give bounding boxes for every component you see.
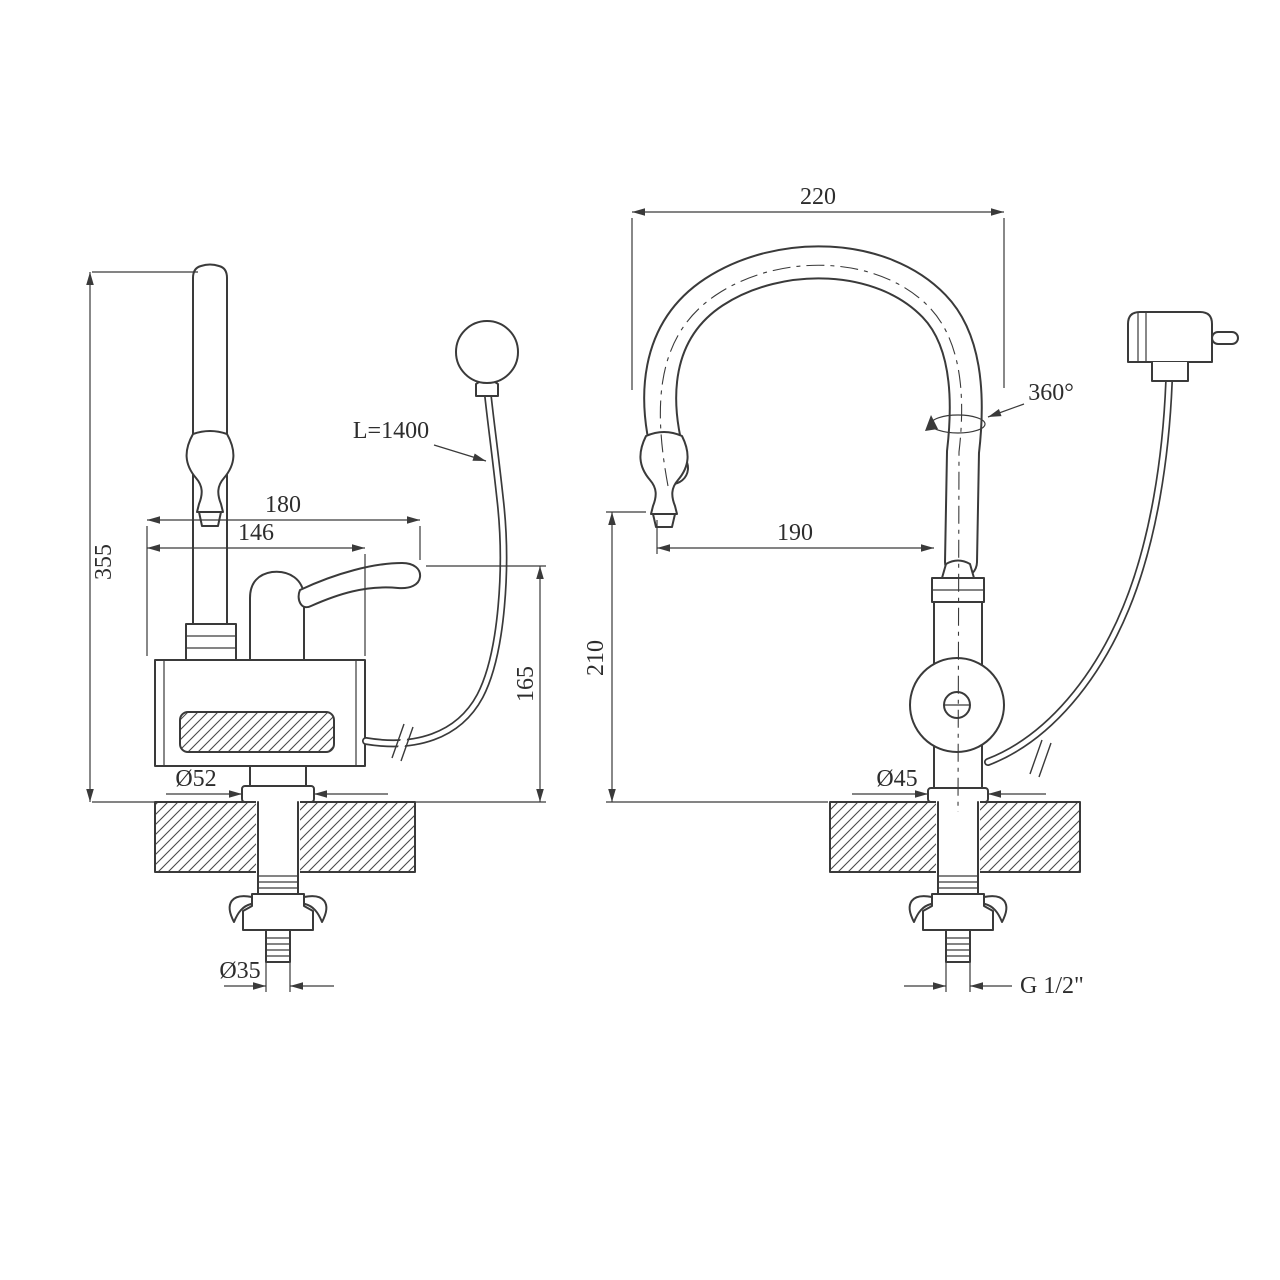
front-dimensions: 355 180 146 165 Ø52 Ø35 L=1400 (86, 271, 546, 992)
mounting-shank-side (908, 801, 1008, 963)
front-view: 355 180 146 165 Ø52 Ø35 L=1400 (86, 263, 546, 992)
dim-label-spout-reach: 190 (777, 520, 813, 546)
dim-label-shank-diameter: Ø35 (219, 958, 260, 984)
dim-label-connection-thread: G 1/2" (1020, 973, 1084, 999)
dim-label-outlet-height: 210 (583, 640, 609, 676)
display-window (179, 711, 335, 753)
swivel-indicator (925, 414, 986, 434)
power-cable-side (984, 311, 1239, 778)
swivel-body (909, 559, 1005, 803)
mounting-surface (154, 801, 416, 873)
power-plug-icon (1127, 311, 1239, 382)
cable-break-mark-side (1029, 739, 1052, 778)
plug-end-icon (455, 320, 519, 384)
dim-label-spout-height: 165 (513, 666, 539, 702)
base-flange (241, 765, 315, 803)
dim-label-spout-span: 220 (800, 184, 836, 210)
mounting-shank (228, 801, 328, 963)
mounting-surface-side (829, 801, 1081, 873)
power-cable-front (362, 320, 519, 762)
centerline (659, 264, 963, 813)
dim-label-cord-length: L=1400 (353, 418, 429, 444)
dim-label-overall-height: 355 (91, 544, 117, 580)
dim-label-swivel-angle: 360° (1028, 380, 1074, 406)
wing-nut-side (922, 893, 994, 931)
riser-joint (185, 623, 237, 661)
heater-body (154, 659, 366, 767)
cable-break-mark (391, 723, 414, 762)
dim-label-base-diameter: Ø45 (876, 766, 917, 792)
wing-nut (242, 893, 314, 931)
rotation-arrow-icon (925, 415, 938, 431)
spout-nozzle-side (639, 431, 689, 528)
spout-riser (192, 263, 228, 625)
side-dimensions: 220 190 210 360° Ø45 G 1/2" (583, 184, 1084, 999)
control-handle (249, 562, 422, 661)
dim-label-body-width: 146 (238, 520, 274, 546)
side-view: 220 190 210 360° Ø45 G 1/2" (583, 184, 1239, 999)
dim-label-overall-width: 180 (265, 492, 301, 518)
dim-label-flange-diameter: Ø52 (175, 766, 216, 792)
gooseneck-spout (643, 245, 983, 579)
